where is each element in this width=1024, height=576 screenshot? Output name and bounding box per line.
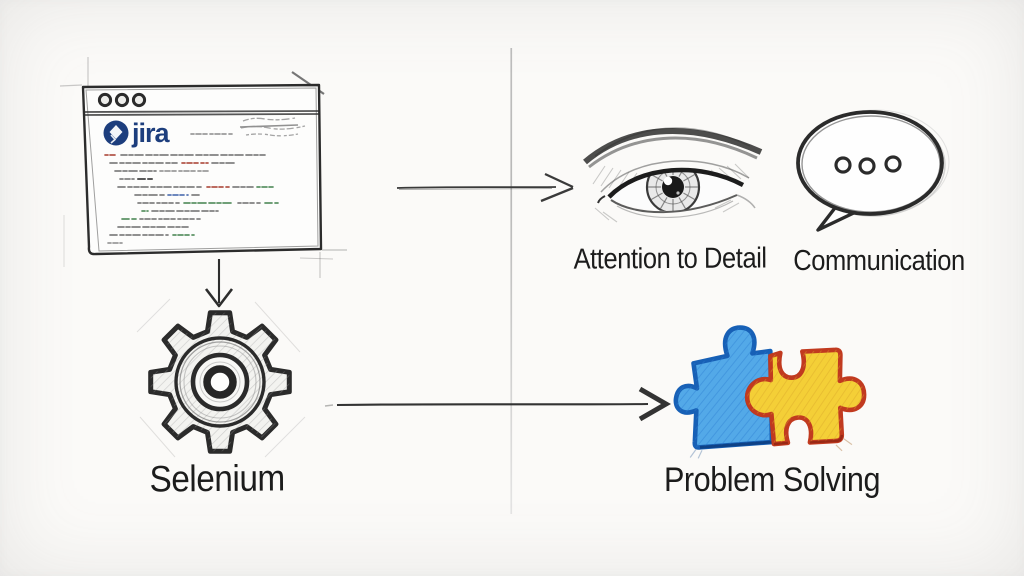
puzzle-piece-yellow <box>744 347 867 452</box>
bubble-dots <box>834 155 902 175</box>
dot <box>858 157 876 175</box>
puzzle-icon <box>673 325 867 459</box>
label-communication: Communication <box>793 245 965 277</box>
jira-browser-window: jira <box>59 57 347 278</box>
lower-eyelid <box>610 194 738 214</box>
eye-highlight <box>663 176 673 186</box>
arrow-gear-to-puzzle <box>324 386 672 422</box>
upper-eyelid <box>607 167 745 199</box>
titlebar-divider <box>82 110 321 116</box>
code-scribble-lines <box>104 154 279 244</box>
eyebrow <box>583 127 763 169</box>
window-control-dot <box>97 92 113 108</box>
dot <box>834 156 852 174</box>
gear-hub <box>203 365 237 399</box>
window-control-dot <box>131 92 147 108</box>
label-problem-solving: Problem Solving <box>663 461 881 499</box>
puzzle-piece-blue <box>673 325 775 459</box>
divider-line <box>510 48 513 514</box>
speech-bubble-icon <box>796 109 950 232</box>
yellow-crayon-hatching <box>747 349 865 445</box>
gear-icon <box>136 298 306 458</box>
eyelid-crease <box>600 160 750 193</box>
window-control-dot <box>114 92 130 108</box>
blue-crayon-hatching <box>675 327 772 448</box>
inner-corner <box>597 195 606 204</box>
arrow-browser-to-gear <box>204 259 234 308</box>
gear-guide-lines <box>136 298 306 458</box>
window-frame-inner-stroke <box>85 87 319 252</box>
scribble-note <box>239 117 306 137</box>
dot <box>884 155 902 173</box>
jira-diamond-icon <box>109 125 123 139</box>
label-attention-to-detail: Attention to Detail <box>573 242 767 276</box>
eye-icon <box>583 127 763 223</box>
window-controls <box>97 92 147 108</box>
arrow-browser-to-eye <box>396 172 574 203</box>
label-selenium: Selenium <box>149 457 285 500</box>
jira-logo-text: jira <box>131 118 171 148</box>
pencil-guide-lines <box>59 57 347 278</box>
jira-logo: jira <box>103 118 234 148</box>
